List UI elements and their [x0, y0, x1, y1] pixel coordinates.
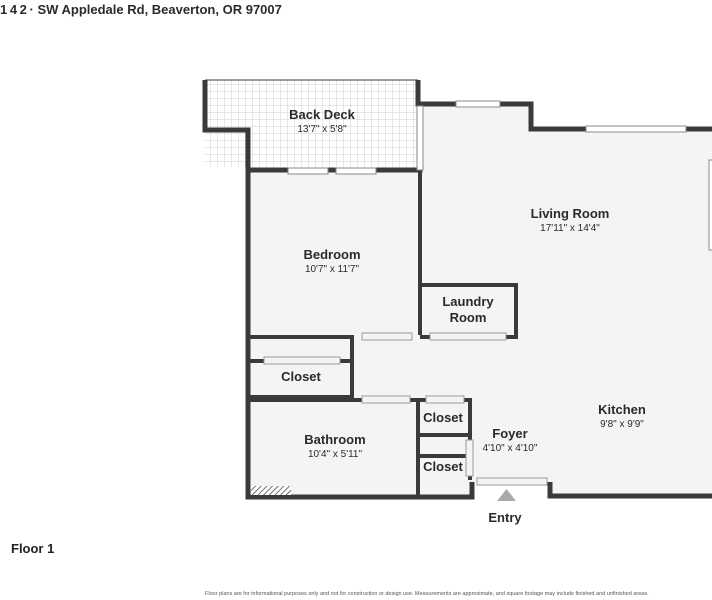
- door-openings: [263, 332, 548, 486]
- room-name-foyer: Foyer: [492, 426, 527, 441]
- room-dims-foyer: 4'10" x 4'10": [483, 443, 538, 454]
- room-name-living-room: Living Room: [531, 206, 610, 221]
- entry-arrow-icon: [497, 489, 516, 501]
- room-name-laundry: Laundry: [442, 294, 494, 309]
- address-text: 1 4 2 · SW Appledale Rd, Beaverton, OR 9…: [0, 2, 282, 17]
- room-name-closet-lower: Closet: [423, 459, 463, 474]
- room-dims-kitchen: 9'8" x 9'9": [600, 419, 644, 430]
- entry-label: Entry: [488, 510, 522, 525]
- disclaimer-footer: Floor plans are for informational purpos…: [205, 591, 649, 597]
- interior-walls: [248, 170, 518, 497]
- room-dims-bedroom: 10'7" x 11'7": [305, 264, 360, 275]
- hatched-shaft: [251, 486, 291, 495]
- room-name-bathroom: Bathroom: [304, 432, 365, 447]
- room-dims-back-deck: 13'7" x 5'8": [297, 124, 347, 135]
- room-labels: Back Deck 13'7" x 5'8" Living Room 17'11…: [281, 107, 646, 525]
- floor-label: Floor 1: [11, 541, 55, 556]
- room-name-back-deck: Back Deck: [289, 107, 356, 122]
- room-name-closet-bedroom: Closet: [281, 369, 321, 384]
- room-name-laundry-line2: Room: [450, 310, 487, 325]
- room-dims-bathroom: 10'4" x 5'11": [308, 449, 363, 460]
- listing-address: 1 4 2 · SW Appledale Rd, Beaverton, OR 9…: [0, 2, 282, 17]
- room-dims-living-room: 17'11" x 14'4": [540, 223, 600, 234]
- room-name-closet-upper: Closet: [423, 410, 463, 425]
- windows: [287, 100, 712, 251]
- back-deck-area: [205, 80, 418, 167]
- room-name-kitchen: Kitchen: [598, 402, 646, 417]
- room-name-bedroom: Bedroom: [303, 247, 360, 262]
